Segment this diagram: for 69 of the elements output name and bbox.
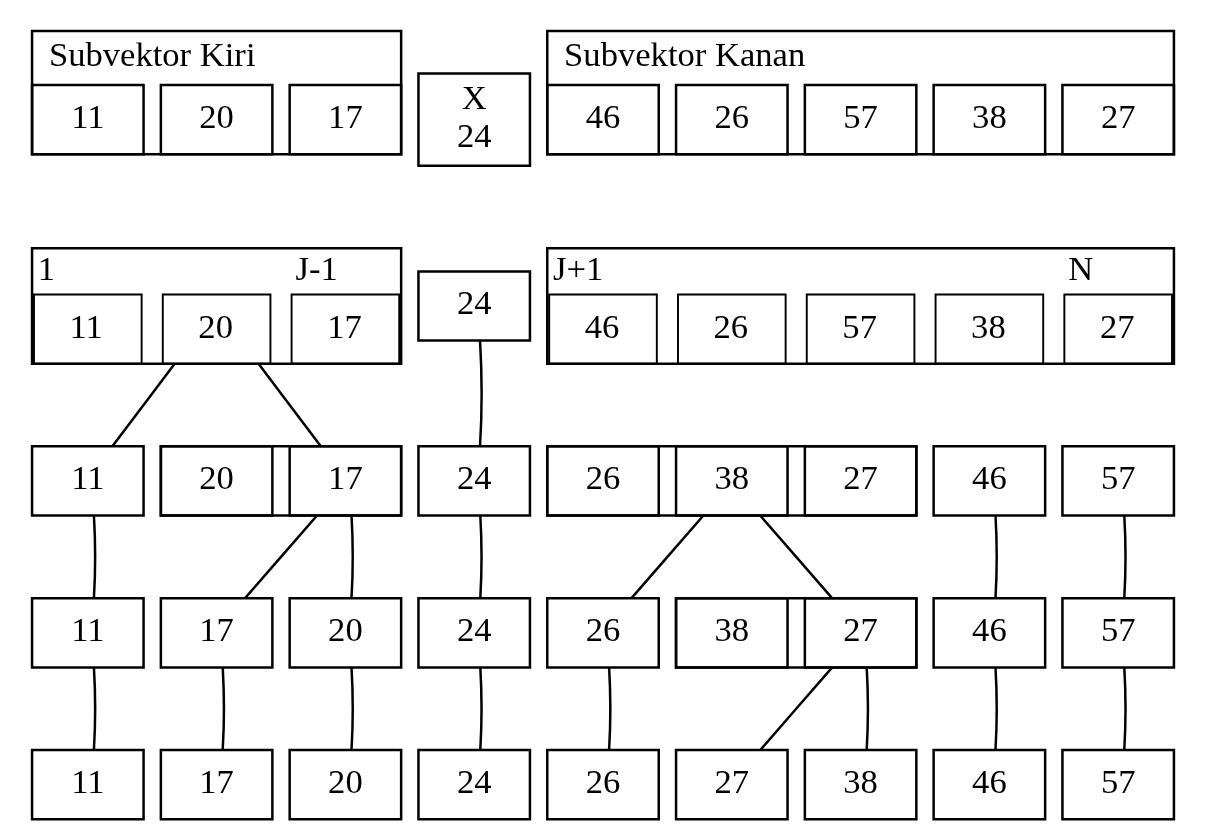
node-box: 24 bbox=[416, 445, 531, 517]
node-box: 11 bbox=[30, 748, 145, 821]
node-box: 11 bbox=[30, 445, 145, 517]
node-box: 26 bbox=[676, 293, 787, 365]
connector bbox=[478, 515, 483, 599]
node-box: 27 bbox=[803, 445, 918, 517]
node-box: 20 bbox=[287, 596, 402, 669]
node-box: 57 bbox=[803, 83, 918, 156]
node-box: 38 bbox=[674, 445, 789, 517]
node-box: 27 bbox=[1060, 83, 1175, 156]
node-box: 20 bbox=[159, 83, 274, 156]
connector bbox=[257, 363, 321, 447]
node-box: 11 bbox=[32, 293, 143, 365]
node-box: 46 bbox=[931, 445, 1046, 517]
connector bbox=[993, 667, 998, 751]
connector bbox=[630, 514, 704, 599]
node-box: 27 bbox=[674, 748, 789, 821]
connector bbox=[993, 515, 998, 599]
node-box: 26 bbox=[545, 748, 660, 821]
node-box: 57 bbox=[1060, 445, 1175, 517]
node-box: 38 bbox=[803, 748, 918, 821]
node-box: 57 bbox=[805, 293, 915, 365]
node-box: 26 bbox=[545, 596, 660, 669]
node-box: 17 bbox=[159, 596, 274, 669]
node-box: 46 bbox=[931, 596, 1046, 669]
connector bbox=[243, 514, 318, 599]
connector bbox=[220, 667, 225, 751]
connector bbox=[758, 666, 833, 751]
node-box: X 24 bbox=[416, 72, 531, 167]
node-label: J+1 bbox=[552, 248, 603, 287]
node-box: 24 bbox=[416, 596, 531, 669]
node-label: N bbox=[1067, 248, 1093, 287]
node-box: 24 bbox=[416, 748, 531, 821]
node-box: 26 bbox=[674, 83, 789, 156]
connector bbox=[1122, 515, 1127, 599]
connector bbox=[478, 667, 483, 751]
connector bbox=[478, 340, 483, 447]
connector bbox=[1122, 667, 1127, 751]
node-box: 27 bbox=[803, 596, 918, 669]
connector bbox=[349, 515, 354, 599]
node-box: 46 bbox=[547, 293, 658, 365]
node-box: 20 bbox=[287, 748, 402, 821]
node-box: 38 bbox=[934, 293, 1044, 365]
node-box: 17 bbox=[290, 293, 400, 365]
node-box: 46 bbox=[545, 83, 660, 156]
node-box: 27 bbox=[1062, 293, 1173, 365]
connector bbox=[111, 363, 175, 447]
connector bbox=[607, 667, 611, 751]
node-box: 24 bbox=[416, 270, 531, 342]
node-box: 57 bbox=[1060, 596, 1175, 669]
node-box: 57 bbox=[1060, 748, 1175, 821]
node-box: 20 bbox=[161, 293, 271, 365]
node-box: 17 bbox=[159, 748, 274, 821]
connector bbox=[864, 667, 869, 751]
node-box: 26 bbox=[545, 445, 660, 517]
node-label: 1 bbox=[37, 248, 55, 287]
node-box: 17 bbox=[287, 445, 402, 517]
node-box: 17 bbox=[287, 83, 402, 156]
node-box: 46 bbox=[931, 748, 1046, 821]
connector bbox=[92, 515, 96, 599]
connector bbox=[758, 514, 833, 599]
connector bbox=[92, 667, 96, 751]
node-box: 20 bbox=[159, 445, 274, 517]
connector bbox=[349, 667, 354, 751]
node-box: 11 bbox=[30, 596, 145, 669]
node-box: 38 bbox=[931, 83, 1046, 156]
node-box: 38 bbox=[674, 596, 789, 669]
node-box: 11 bbox=[30, 83, 145, 156]
node-label: J-1 bbox=[294, 248, 338, 287]
